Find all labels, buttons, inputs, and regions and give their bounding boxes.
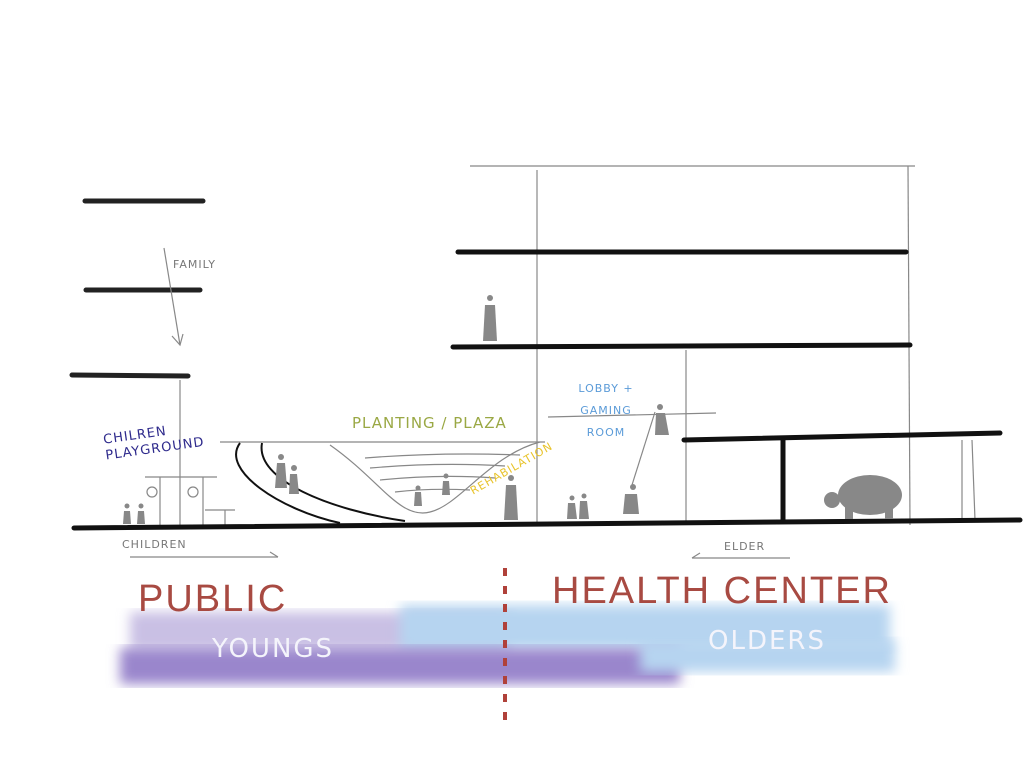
label-youngs: YOUNGS	[212, 634, 335, 664]
label-family: FAMILY	[173, 258, 216, 271]
zone-title-health-center: HEALTH CENTER	[552, 570, 892, 612]
residential-floor-slabs	[69, 198, 206, 379]
building-slabs	[71, 249, 1023, 531]
label-planting-plaza: PLANTING / PLAZA	[352, 414, 507, 432]
person-figure	[483, 295, 497, 341]
zone-title-public: PUBLIC	[138, 578, 288, 620]
label-children: CHILDREN	[122, 538, 187, 551]
label-elder: ELDER	[724, 540, 766, 553]
label-lobby-gaming-room: LOBBY + GAMING ROOM	[578, 382, 634, 439]
people-figures	[123, 295, 902, 524]
pencil-lines	[130, 165, 976, 559]
tortoise-figure	[824, 475, 902, 519]
label-olders: OLDERS	[708, 626, 826, 656]
ramp-curves	[235, 442, 406, 524]
age-gradient-bands	[120, 605, 895, 684]
